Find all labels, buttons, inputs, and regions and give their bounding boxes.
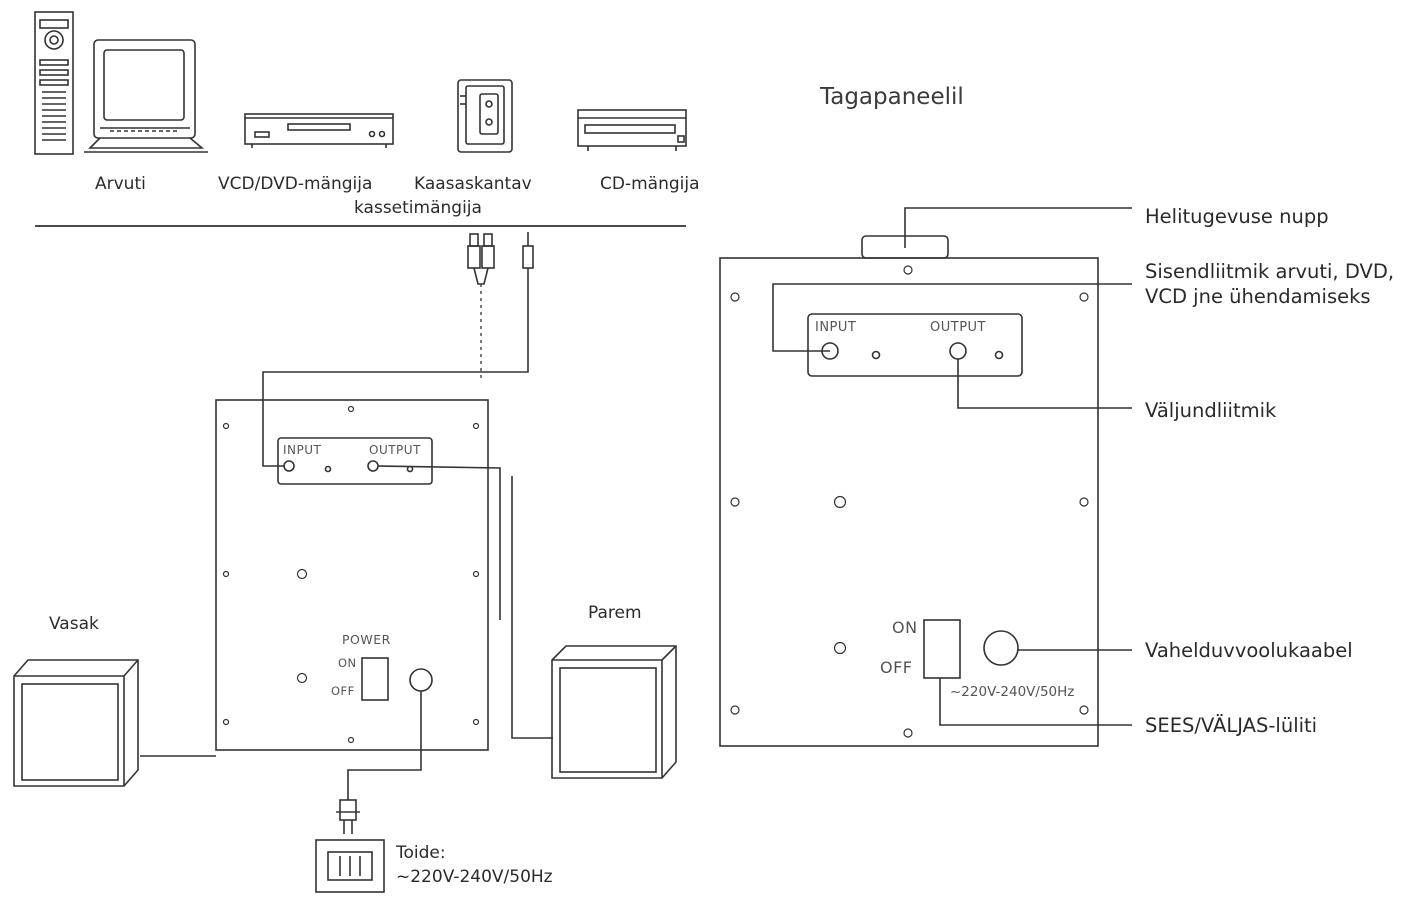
right-speaker-icon: [551, 645, 677, 779]
subwoofer-rear-panel: [215, 399, 489, 751]
power-cord: [347, 691, 422, 800]
power-plug-icon: [336, 799, 360, 834]
monitor-icon: [84, 39, 208, 153]
power-source-spec: ~220V-240V/50Hz: [396, 867, 553, 887]
left-speaker-label: Vasak: [49, 614, 99, 634]
cd-player-icon: [577, 109, 687, 151]
rear-on-label: ON: [892, 618, 918, 637]
callout-input-jack-line2: VCD jne ühendamiseks: [1145, 285, 1371, 308]
left-speaker-icon: [13, 659, 139, 787]
computer-tower-icon: [34, 11, 74, 155]
rca-plug-icon: [467, 233, 495, 285]
rear-off-label: OFF: [880, 658, 913, 677]
sub-output-label: OUTPUT: [369, 443, 421, 457]
sub-power-label: POWER: [342, 632, 391, 647]
rear-panel-title: Tagapaneelil: [820, 84, 964, 110]
rear-panel: [719, 235, 1099, 747]
callout-output-jack: Väljundliitmik: [1145, 399, 1277, 422]
cd-player-label: CD-mängija: [600, 174, 700, 194]
computer-label: Arvuti: [95, 174, 146, 194]
callout-volume-knob: Helitugevuse nupp: [1145, 205, 1329, 228]
callout-ac-cable: Vahelduvvoolukaabel: [1145, 639, 1353, 662]
minijack-plug-icon: [522, 232, 534, 280]
power-outlet-icon: [315, 839, 385, 893]
portable-player-label-line1: Kaasaskantav: [414, 174, 532, 194]
callout-on-off-switch: SEES/VÄLJAS-lüliti: [1145, 714, 1318, 737]
portable-player-label-line2: kassetimängija: [354, 198, 482, 218]
sub-on-label: ON: [338, 656, 357, 670]
sub-input-label: INPUT: [283, 443, 322, 457]
rear-input-label: INPUT: [815, 320, 857, 335]
cassette-player-icon: [457, 79, 513, 153]
vcd-dvd-label: VCD/DVD-mängija: [218, 174, 373, 194]
callout-input-jack-line1: Sisendliitmik arvuti, DVD,: [1145, 260, 1395, 283]
power-source-label: Toide:: [396, 843, 446, 863]
rear-rating-label: ~220V-240V/50Hz: [950, 684, 1075, 700]
rear-output-label: OUTPUT: [930, 320, 986, 335]
sub-off-label: OFF: [331, 684, 355, 698]
right-speaker-label: Parem: [588, 603, 642, 623]
input-cable: [262, 280, 529, 467]
vcd-dvd-player-icon: [244, 113, 394, 148]
